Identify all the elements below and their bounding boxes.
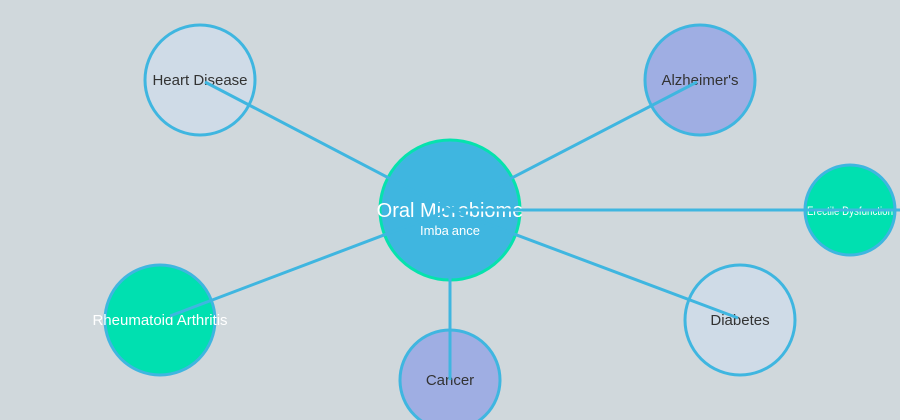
node-label: Cancer bbox=[426, 372, 474, 389]
node-circle bbox=[103, 263, 217, 377]
edge-alzheimers bbox=[449, 80, 698, 212]
edge-rheumatoid-arthritis bbox=[169, 208, 451, 318]
node-rheumatoid-arthritis[interactable]: Rheumatoid Arthritis bbox=[92, 263, 228, 377]
node-label: Rheumatoid Arthritis bbox=[92, 312, 227, 329]
node-circle bbox=[143, 23, 257, 137]
node-label: Diabetes bbox=[710, 312, 769, 329]
node-circle bbox=[643, 23, 757, 137]
node-alzheimers[interactable]: Alzheimer's bbox=[643, 23, 757, 137]
edge-diabetes bbox=[449, 208, 739, 320]
node-label: Heart Disease bbox=[152, 72, 247, 89]
node-diabetes[interactable]: Diabetes bbox=[683, 263, 797, 377]
edge-heart-disease bbox=[204, 80, 451, 212]
node-circle bbox=[683, 263, 797, 377]
node-heart-disease[interactable]: Heart Disease bbox=[143, 23, 257, 137]
edges-layer bbox=[169, 80, 900, 380]
node-label: Alzheimer's bbox=[661, 72, 738, 89]
